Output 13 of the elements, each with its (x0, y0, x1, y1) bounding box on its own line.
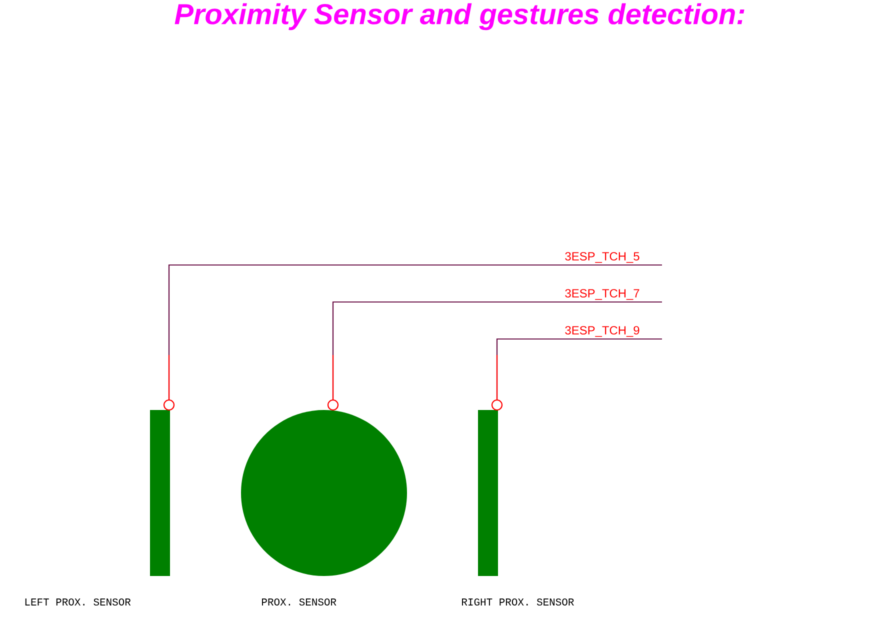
sensor-label: RIGHT PROX. SENSOR (462, 598, 574, 606)
sensor-bar (478, 410, 498, 576)
title: Proximity Sensor and gestures detection: (174, 3, 744, 30)
wire (491, 338, 662, 411)
wire (163, 264, 662, 411)
sensor-circle (241, 410, 407, 576)
sensor-label: PROX. SENSOR (262, 598, 336, 606)
net-label: 3ESP_TCH_7 (565, 289, 640, 300)
sensor-bar (150, 410, 170, 576)
net-label: 3ESP_TCH_9 (565, 326, 640, 337)
sensor-label: LEFT PROX. SENSOR (25, 598, 131, 606)
wire (327, 301, 662, 411)
net-label: 3ESP_TCH_5 (565, 252, 640, 263)
